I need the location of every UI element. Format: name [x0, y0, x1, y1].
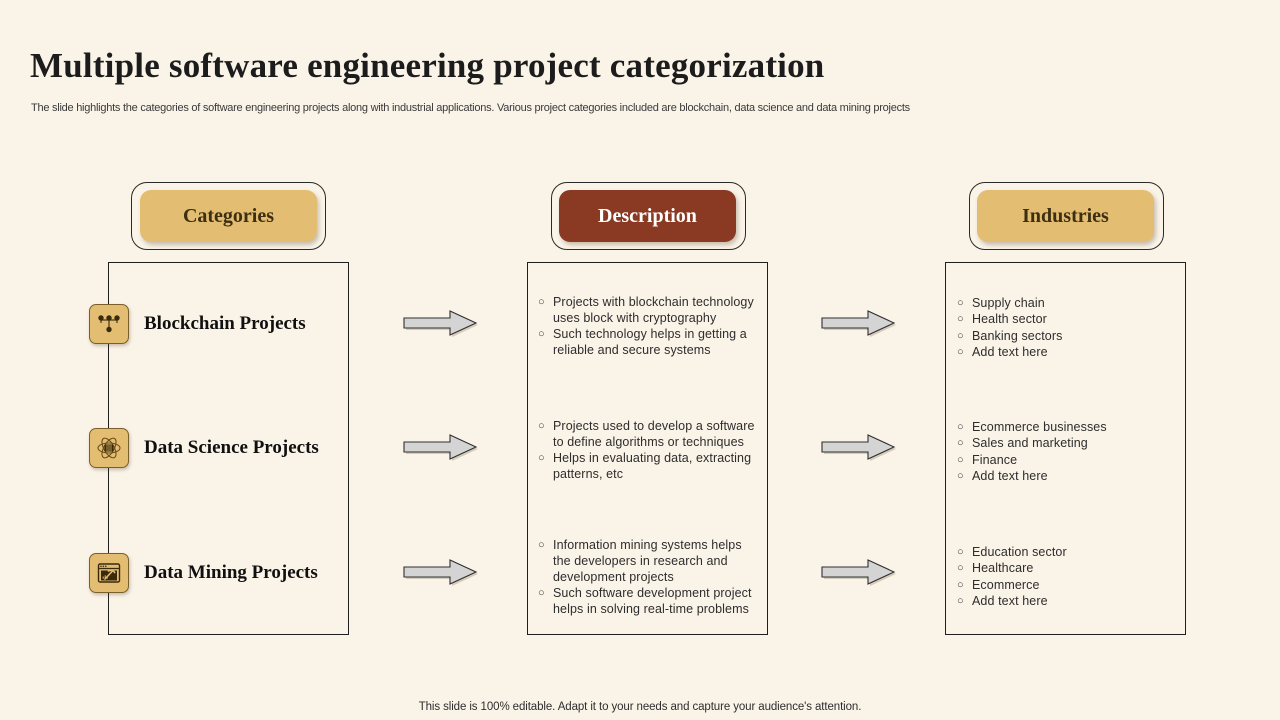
list-item: ○ Supply chain — [955, 295, 1181, 311]
list-item-text: Ecommerce — [972, 577, 1040, 592]
list-item: ○ Add text here — [955, 344, 1181, 360]
bullet-marker: ○ — [957, 421, 964, 433]
list-item: ○ Finance — [955, 452, 1181, 468]
list-item: ○ Health sector — [955, 311, 1181, 327]
bullet-marker: ○ — [538, 539, 545, 551]
list-item-text: Finance — [972, 452, 1018, 467]
category-icon-blockchain[interactable] — [89, 304, 129, 344]
list-item-text: Helps in evaluating data, extracting pat… — [553, 451, 752, 481]
categories-header-pill[interactable]: Categories — [140, 190, 317, 242]
list-item: ○ Healthcare — [955, 560, 1181, 576]
list-item-text: Information mining systems helps the dev… — [553, 538, 742, 584]
arrow-category-to-description-2 — [403, 434, 478, 461]
bullet-marker: ○ — [957, 594, 964, 607]
list-item-text: Projects with blockchain technology uses… — [553, 295, 754, 325]
list-item: ○ Ecommerce — [955, 577, 1181, 593]
bullet-marker: ○ — [538, 296, 545, 308]
arrow-description-to-industries-2 — [821, 434, 896, 461]
list-item: ○ Such software development project help… — [536, 585, 762, 617]
bullet-marker: ○ — [957, 345, 964, 358]
bullet-marker: ○ — [538, 420, 545, 432]
list-item-text: Add text here — [972, 593, 1048, 608]
list-item-text: Healthcare — [972, 561, 1034, 576]
list-item: ○ Ecommerce businesses — [955, 419, 1181, 435]
description-header-pill[interactable]: Description — [559, 190, 736, 242]
list-item: ○ Projects with blockchain technology us… — [536, 294, 762, 326]
category-label-blockchain: Blockchain Projects — [144, 313, 306, 334]
bullet-marker: ○ — [957, 562, 964, 575]
bullet-marker: ○ — [957, 578, 964, 591]
list-item-text: Ecommerce businesses — [972, 420, 1107, 434]
list-item-text: Banking sectors — [972, 328, 1063, 343]
list-item: ○ Information mining systems helps the d… — [536, 537, 762, 585]
list-item: ○ Add text here — [955, 468, 1181, 484]
bullet-marker: ○ — [957, 297, 964, 309]
industries-header-pill[interactable]: Industries — [977, 190, 1154, 242]
bullet-marker: ○ — [957, 453, 964, 466]
category-label-data-mining: Data Mining Projects — [144, 562, 318, 583]
industries-header-frame — [969, 182, 1164, 250]
list-item-text: Add text here — [972, 344, 1048, 359]
list-item: ○ Banking sectors — [955, 328, 1181, 344]
bullet-marker: ○ — [957, 313, 964, 326]
industries-list-data-science: ○ Ecommerce businesses ○ Sales and marke… — [955, 419, 1181, 484]
arrow-description-to-industries-1 — [821, 310, 896, 337]
description-list-blockchain: ○ Projects with blockchain technology us… — [536, 294, 762, 358]
list-item-text: Projects used to develop a software to d… — [553, 419, 755, 449]
page-subtitle: The slide highlights the categories of s… — [31, 102, 910, 114]
industries-list-data-mining: ○ Education sector ○ Healthcare ○ Ecomme… — [955, 544, 1181, 609]
industries-header-label: Industries — [1022, 204, 1109, 227]
bullet-marker: ○ — [957, 329, 964, 342]
list-item: ○ Projects used to develop a software to… — [536, 418, 762, 450]
bullet-marker: ○ — [538, 328, 545, 340]
page-title: Multiple software engineering project ca… — [30, 46, 825, 85]
category-icon-data-science[interactable] — [89, 428, 129, 468]
browser-pickaxe-icon — [97, 563, 121, 583]
industries-panel — [945, 262, 1186, 635]
list-item: ○ Add text here — [955, 593, 1181, 609]
categories-header-frame — [131, 182, 326, 250]
list-item-text: Health sector — [972, 312, 1047, 327]
description-header-label: Description — [598, 204, 697, 227]
description-list-data-science: ○ Projects used to develop a software to… — [536, 418, 762, 482]
list-item-text: Such technology helps in getting a relia… — [553, 327, 747, 357]
bullet-marker: ○ — [538, 452, 545, 464]
arrow-category-to-description-3 — [403, 559, 478, 586]
bullet-marker: ○ — [957, 437, 964, 450]
list-item-text: Such software development project helps … — [553, 586, 752, 616]
bullet-marker: ○ — [538, 587, 545, 599]
industries-list-blockchain: ○ Supply chain ○ Health sector ○ Banking… — [955, 295, 1181, 360]
list-item-text: Supply chain — [972, 296, 1045, 310]
description-list-data-mining: ○ Information mining systems helps the d… — [536, 537, 762, 617]
list-item: ○ Education sector — [955, 544, 1181, 560]
bullet-marker: ○ — [957, 469, 964, 482]
arrow-description-to-industries-3 — [821, 559, 896, 586]
list-item-text: Sales and marketing — [972, 436, 1088, 451]
description-header-frame — [551, 182, 746, 250]
category-icon-data-mining[interactable] — [89, 553, 129, 593]
editable-note: This slide is 100% editable. Adapt it to… — [418, 701, 862, 713]
categories-header-label: Categories — [182, 204, 275, 227]
description-panel — [527, 262, 768, 635]
list-item: ○ Helps in evaluating data, extracting p… — [536, 450, 762, 482]
list-item: ○ Such technology helps in getting a rel… — [536, 326, 762, 358]
list-item-text: Add text here — [972, 468, 1048, 483]
blockchain-network-icon — [98, 315, 120, 333]
bullet-marker: ○ — [957, 546, 964, 558]
category-label-data-science: Data Science Projects — [144, 437, 319, 458]
atom-chip-icon — [97, 437, 121, 459]
list-item: ○ Sales and marketing — [955, 435, 1181, 451]
list-item-text: Education sector — [972, 545, 1067, 559]
arrow-category-to-description-1 — [403, 310, 478, 337]
